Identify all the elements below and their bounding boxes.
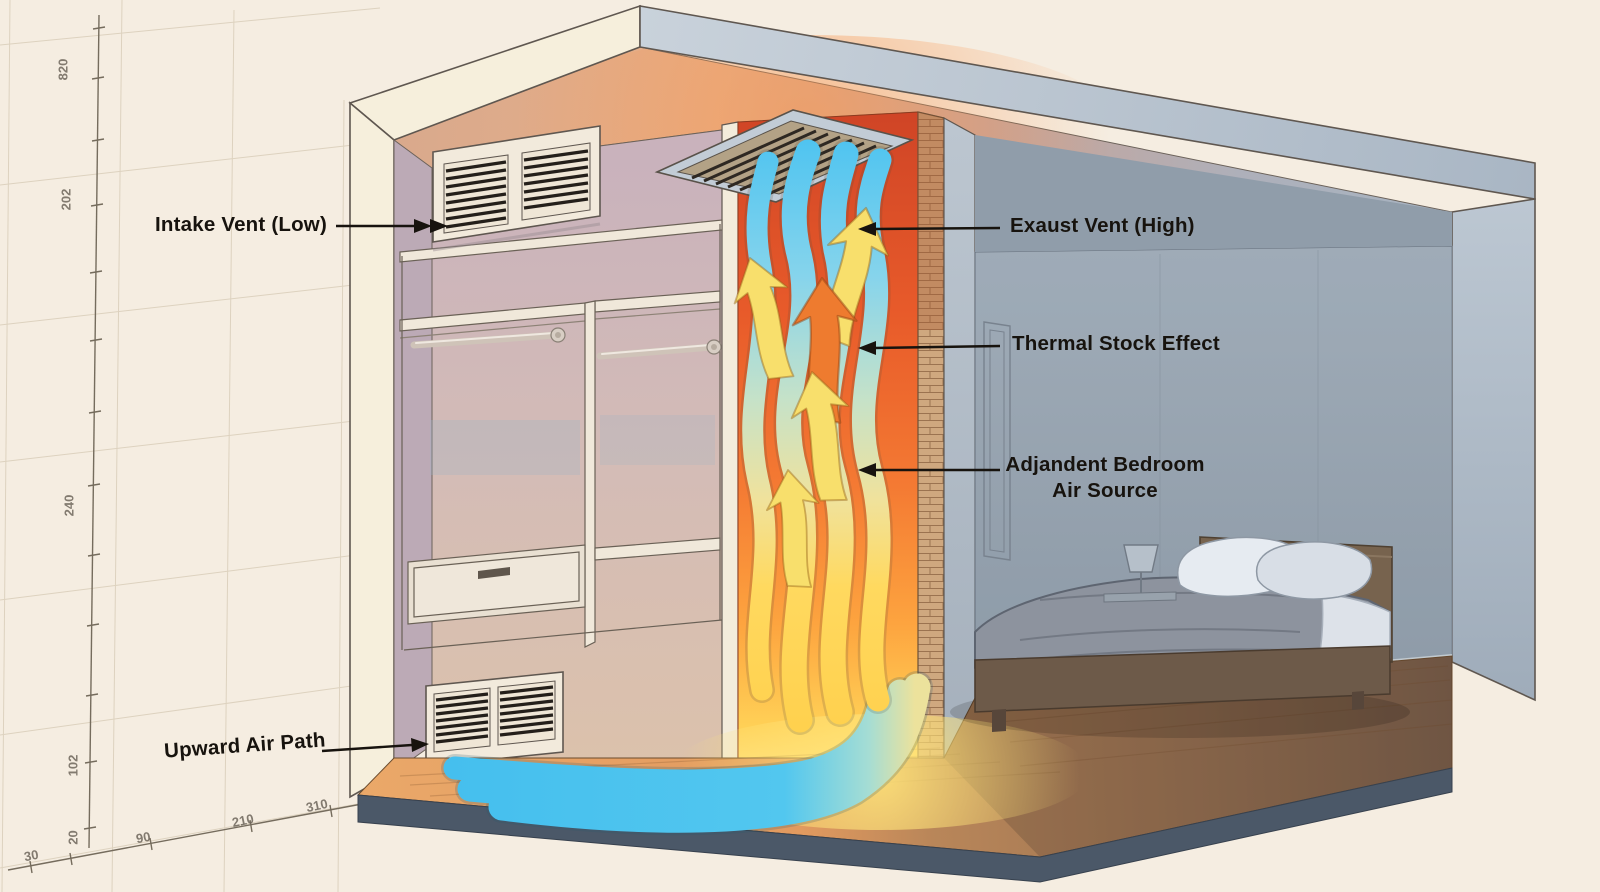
intake-vent (432, 125, 601, 252)
exhaust-ceiling-vent (654, 109, 915, 203)
leader-arrowhead-icon (411, 738, 429, 752)
leader-arrowhead-icon (858, 222, 876, 236)
leader-arrowhead-icon (858, 341, 876, 355)
label-adjacent-bedroom-line1: Adjandent Bedroom (1005, 453, 1205, 476)
label-thermal-stack: Thermal Stock Effect (1012, 332, 1220, 355)
bed-leg-right (1352, 691, 1364, 710)
hanging-rod-left (410, 327, 566, 349)
label-adjacent-bedroom-line2: Air Source (1052, 479, 1158, 502)
leader-arrowhead-icon (414, 219, 432, 233)
ruler-left-value-0: 820 (55, 58, 71, 81)
right-wall (1451, 198, 1536, 702)
drawer (407, 544, 586, 625)
shelving-unit (399, 219, 723, 651)
thermal-leader (873, 344, 1001, 350)
nightstand-lamp (1103, 544, 1177, 603)
ruler-left-value-3: 102 (65, 754, 81, 777)
ruler-left-value-2: 240 (61, 494, 77, 517)
exhaust-leader (873, 226, 1001, 231)
lamp-shade (1123, 544, 1159, 573)
lower-return-vent (425, 671, 564, 767)
blueprint-grid (0, 0, 381, 892)
pillow-right (1255, 541, 1373, 600)
label-exhaust-vent: Exaust Vent (High) (1010, 214, 1195, 237)
dimension-ruler-left (83, 14, 106, 849)
label-intake-vent: Intake Vent (Low) (155, 213, 327, 236)
bed-base (974, 645, 1391, 713)
closet-left-wall (393, 139, 433, 773)
leader-arrowhead-icon (430, 219, 448, 233)
bedroom-wall-top (975, 135, 1452, 252)
ruler-left-value-1: 202 (58, 188, 74, 211)
building-shell (348, 4, 1536, 799)
door-frame-outline (983, 321, 1011, 561)
label-adjacent-bedroom: Adjandent Bedroom Air Source (1005, 452, 1205, 504)
airflow-floor-ribbons (441, 671, 933, 836)
closet-cut-edge (721, 121, 739, 801)
bed (950, 536, 1410, 738)
left-wall-cut-face (349, 101, 395, 799)
ruler-left-value-4: 20 (65, 830, 81, 845)
leader-lines (321, 219, 1001, 753)
nightstand-top (1103, 591, 1177, 603)
bed-leg-left (992, 709, 1006, 732)
ruler-bottom-value-1: 90 (134, 828, 152, 847)
hanging-rod-right (596, 339, 722, 360)
leader-arrowhead-icon (858, 463, 876, 477)
upward-leader (321, 743, 413, 753)
ruler-bottom-value-0: 30 (22, 846, 40, 865)
partition-wall-face (943, 116, 976, 768)
